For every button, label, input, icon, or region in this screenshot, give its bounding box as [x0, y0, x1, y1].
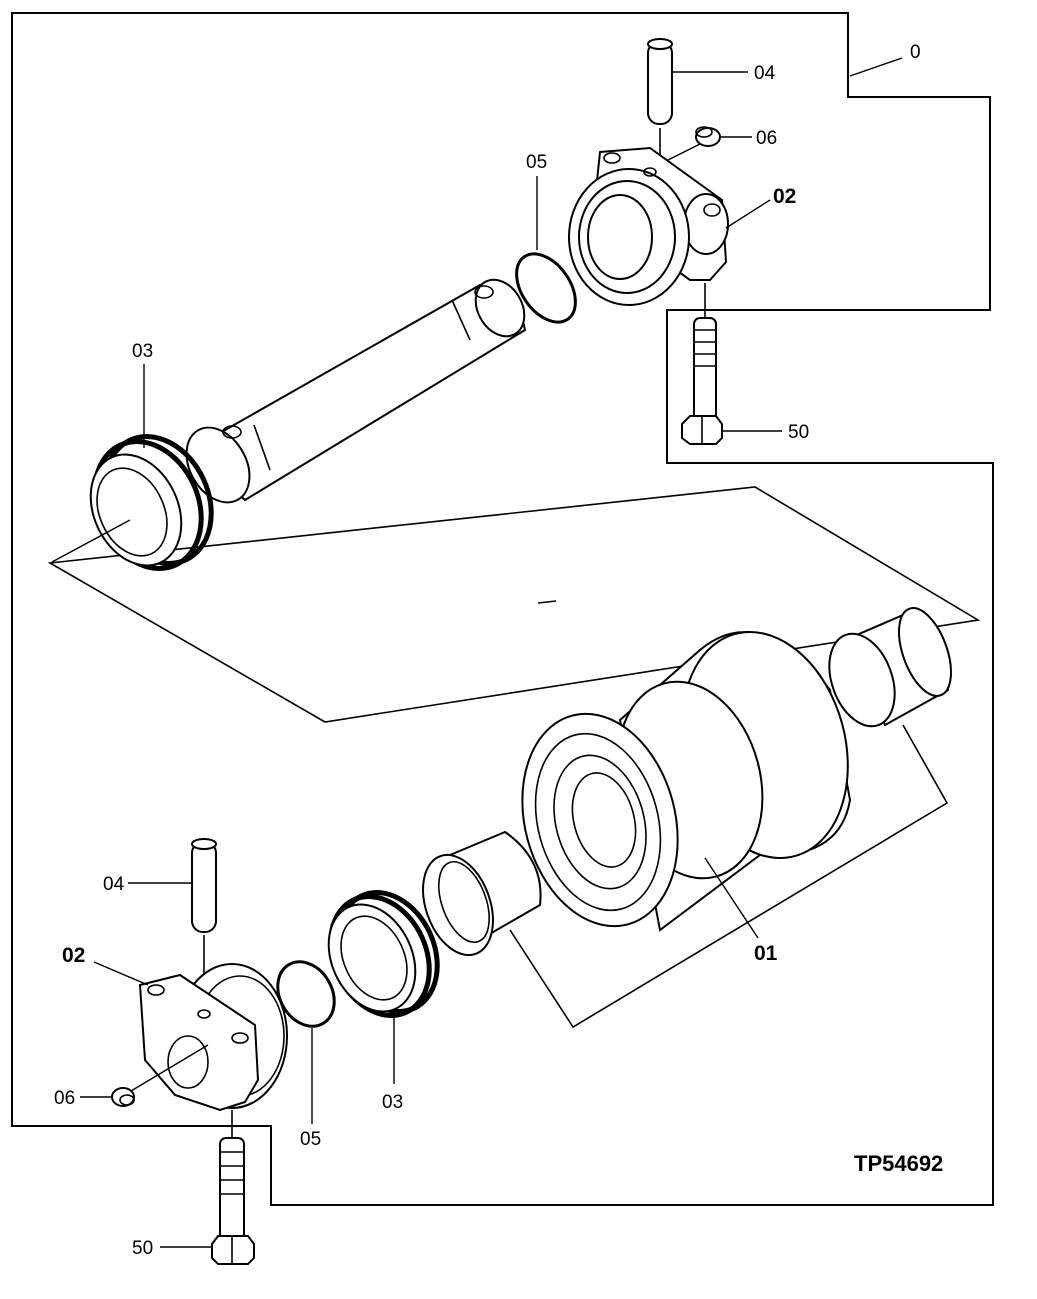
- oring-top: [515, 252, 577, 324]
- plug-top: [663, 126, 721, 163]
- label-housing-bottom: 02: [62, 944, 85, 967]
- label-pin-top: 04: [754, 63, 776, 84]
- label-pin-bottom: 04: [103, 874, 125, 895]
- label-housing-top: 02: [773, 185, 796, 208]
- figure-reference: TP54692: [854, 1151, 943, 1176]
- label-roller: 01: [754, 942, 778, 965]
- leader-assembly: [849, 57, 903, 77]
- label-assembly: 0: [910, 42, 921, 63]
- housing-top: [568, 146, 729, 306]
- label-plug-bottom: 06: [54, 1088, 75, 1109]
- label-oring-top: 05: [526, 152, 547, 173]
- seal-top: [89, 434, 214, 571]
- leader-housing-bottom: [93, 961, 149, 986]
- label-plug-top: 06: [756, 128, 777, 149]
- plug-bottom: [111, 1044, 209, 1107]
- label-seal-bottom: 03: [382, 1092, 403, 1113]
- shaft: [185, 278, 527, 504]
- leader-roller: [704, 857, 759, 939]
- pin-bottom: [191, 838, 217, 1005]
- housing-bottom: [138, 963, 288, 1112]
- bushing-left: [422, 830, 542, 957]
- assembly-frame: [11, 12, 994, 1206]
- alignment-plane-bottom: [509, 724, 949, 1029]
- label-bolt-bottom: 50: [132, 1238, 153, 1259]
- leader-seal-top-inner: [51, 519, 131, 563]
- bushing-right: [828, 607, 952, 728]
- leader-housing-top: [725, 199, 771, 229]
- bolt-top: [681, 283, 723, 445]
- alignment-plane-top: [47, 486, 981, 723]
- label-oring-bottom: 05: [300, 1129, 321, 1150]
- label-bolt-top: 50: [788, 422, 809, 443]
- roller: [521, 631, 852, 932]
- bolt-bottom: [211, 1110, 255, 1265]
- label-seal-top: 03: [132, 341, 153, 362]
- alignment-mark: [537, 600, 557, 604]
- seal-bottom: [327, 890, 440, 1018]
